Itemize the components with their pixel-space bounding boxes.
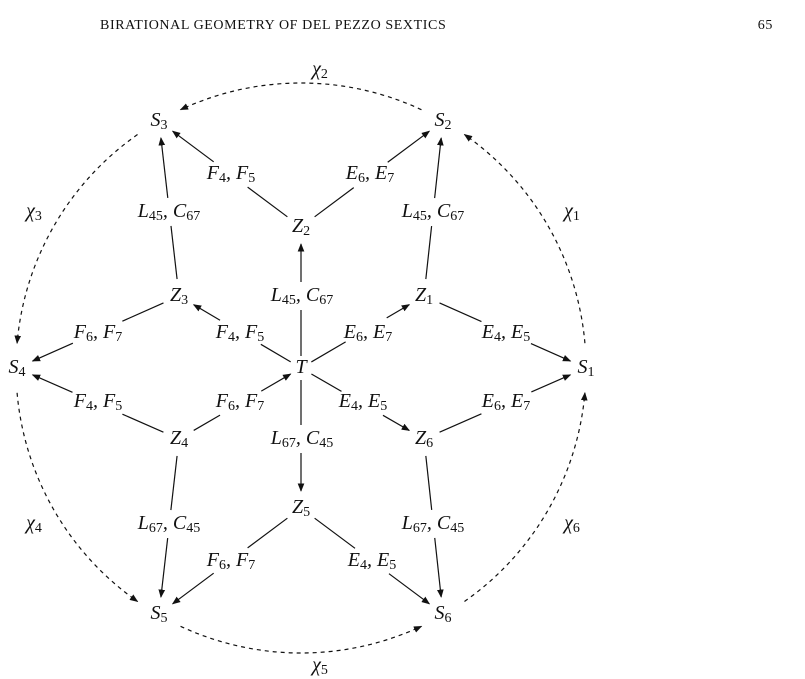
- edge-Z3-S4-a: [122, 302, 164, 322]
- dashed-arc-S3-S4: [14, 134, 138, 344]
- edge-Z1-S1-a: [439, 302, 482, 323]
- map-label-chi4: χ4: [24, 512, 42, 537]
- edge-Z4-S5-a: [170, 455, 178, 511]
- edge-label-T-Z6: E4, E5: [338, 390, 387, 415]
- edge-Z6-S1-b: [531, 374, 572, 393]
- diagram-edges: [31, 130, 572, 605]
- edge-label-Z5-S6: E4, E5: [347, 549, 396, 574]
- edge-label-T-Z2: L45, C67: [270, 284, 333, 309]
- node-S1: S1: [578, 356, 595, 381]
- edge-label-Z5-S5: F6, F7: [206, 549, 255, 574]
- edge-label-T-Z3: F4, F5: [215, 321, 264, 346]
- edge-Z6-S6-b: [434, 537, 444, 598]
- node-Z3: Z3: [170, 284, 188, 309]
- map-label-chi2: χ2: [310, 58, 328, 83]
- edge-label-Z2-S3: F4, F5: [206, 162, 255, 187]
- edge-Z3-S3-a: [170, 225, 178, 280]
- map-label-chi6: χ6: [562, 512, 580, 537]
- node-S2: S2: [435, 109, 452, 134]
- page-number: 65: [757, 18, 773, 33]
- edge-Z2-S2-b: [387, 130, 431, 163]
- map-label-chi1: χ1: [562, 200, 580, 225]
- edge-Z5-S6-b: [388, 573, 431, 605]
- edge-T-Z1-a: [311, 341, 346, 363]
- edge-T-Z4-b: [193, 414, 221, 431]
- dashed-arc-S2-S3: [179, 82, 422, 111]
- edge-label-Z4-S4: F4, F5: [73, 390, 122, 415]
- edge-Z2-S3-b: [171, 130, 215, 163]
- edge-T-Z3-b: [192, 304, 221, 321]
- dashed-arc-S4-S5: [16, 392, 139, 602]
- edge-Z3-S4-b: [31, 342, 74, 362]
- edge-Z4-S4-b: [31, 374, 73, 393]
- node-Z5: Z5: [292, 496, 310, 521]
- node-Z4: Z4: [170, 427, 188, 452]
- node-T: T: [295, 356, 308, 378]
- map-label-chi5: χ5: [310, 654, 328, 679]
- edge-Z5-S5-a: [247, 517, 288, 549]
- edge-T-Z6-b: [382, 414, 411, 432]
- node-Z1: Z1: [415, 284, 433, 309]
- edge-label-T-Z5: L67, C45: [270, 427, 333, 452]
- edge-Z1-S2-b: [434, 137, 444, 199]
- edge-label-Z4-S5: L67, C45: [137, 512, 200, 537]
- edge-T-Z4-a: [260, 373, 292, 392]
- edge-label-Z6-S1: E6, E7: [481, 390, 530, 415]
- edge-label-Z6-S6: L67, C45: [401, 512, 464, 537]
- map-label-chi3: χ3: [24, 200, 42, 225]
- edge-Z6-S6-a: [425, 455, 433, 511]
- edge-label-Z2-S2: E6, E7: [345, 162, 394, 187]
- node-S5: S5: [151, 602, 168, 627]
- edge-Z2-S2-a: [314, 187, 355, 218]
- edge-label-Z3-S4: F6, F7: [73, 321, 122, 346]
- edge-label-T-Z4: F6, F7: [215, 390, 264, 415]
- dashed-arc-S6-S1: [464, 392, 588, 602]
- node-Z6: Z6: [415, 427, 433, 452]
- edge-label-T-Z1: E6, E7: [343, 321, 392, 346]
- node-S3: S3: [151, 109, 168, 134]
- edge-T-Z1-b: [386, 304, 411, 319]
- diagram-dashed-arcs: [14, 82, 588, 654]
- edge-Z6-S1-a: [439, 413, 482, 433]
- edge-Z5-S6-a: [314, 517, 356, 549]
- edge-T-Z6-a: [311, 373, 342, 392]
- edge-label-Z3-S3: L45, C67: [137, 200, 200, 225]
- edge-Z5-S5-b: [171, 572, 215, 605]
- node-S4: S4: [9, 356, 26, 381]
- node-Z2: Z2: [292, 215, 310, 240]
- dashed-arc-S1-S2: [463, 134, 586, 344]
- edge-label-Z1-S2: L45, C67: [401, 200, 464, 225]
- edge-T-Z3-a: [260, 343, 291, 363]
- dashed-arc-S5-S6: [180, 625, 423, 654]
- edge-Z4-S4-a: [122, 413, 164, 433]
- edge-Z2-S3-a: [247, 186, 288, 218]
- edge-Z3-S3-b: [158, 137, 169, 199]
- edge-label-Z1-S1: E4, E5: [481, 321, 530, 346]
- edge-Z1-S2-a: [425, 225, 433, 280]
- node-S6: S6: [435, 602, 452, 627]
- running-header-title: BIRATIONAL GEOMETRY OF DEL PEZZO SEXTICS: [100, 18, 447, 33]
- edge-Z4-S5-b: [158, 537, 169, 598]
- edge-Z1-S1-b: [530, 342, 572, 362]
